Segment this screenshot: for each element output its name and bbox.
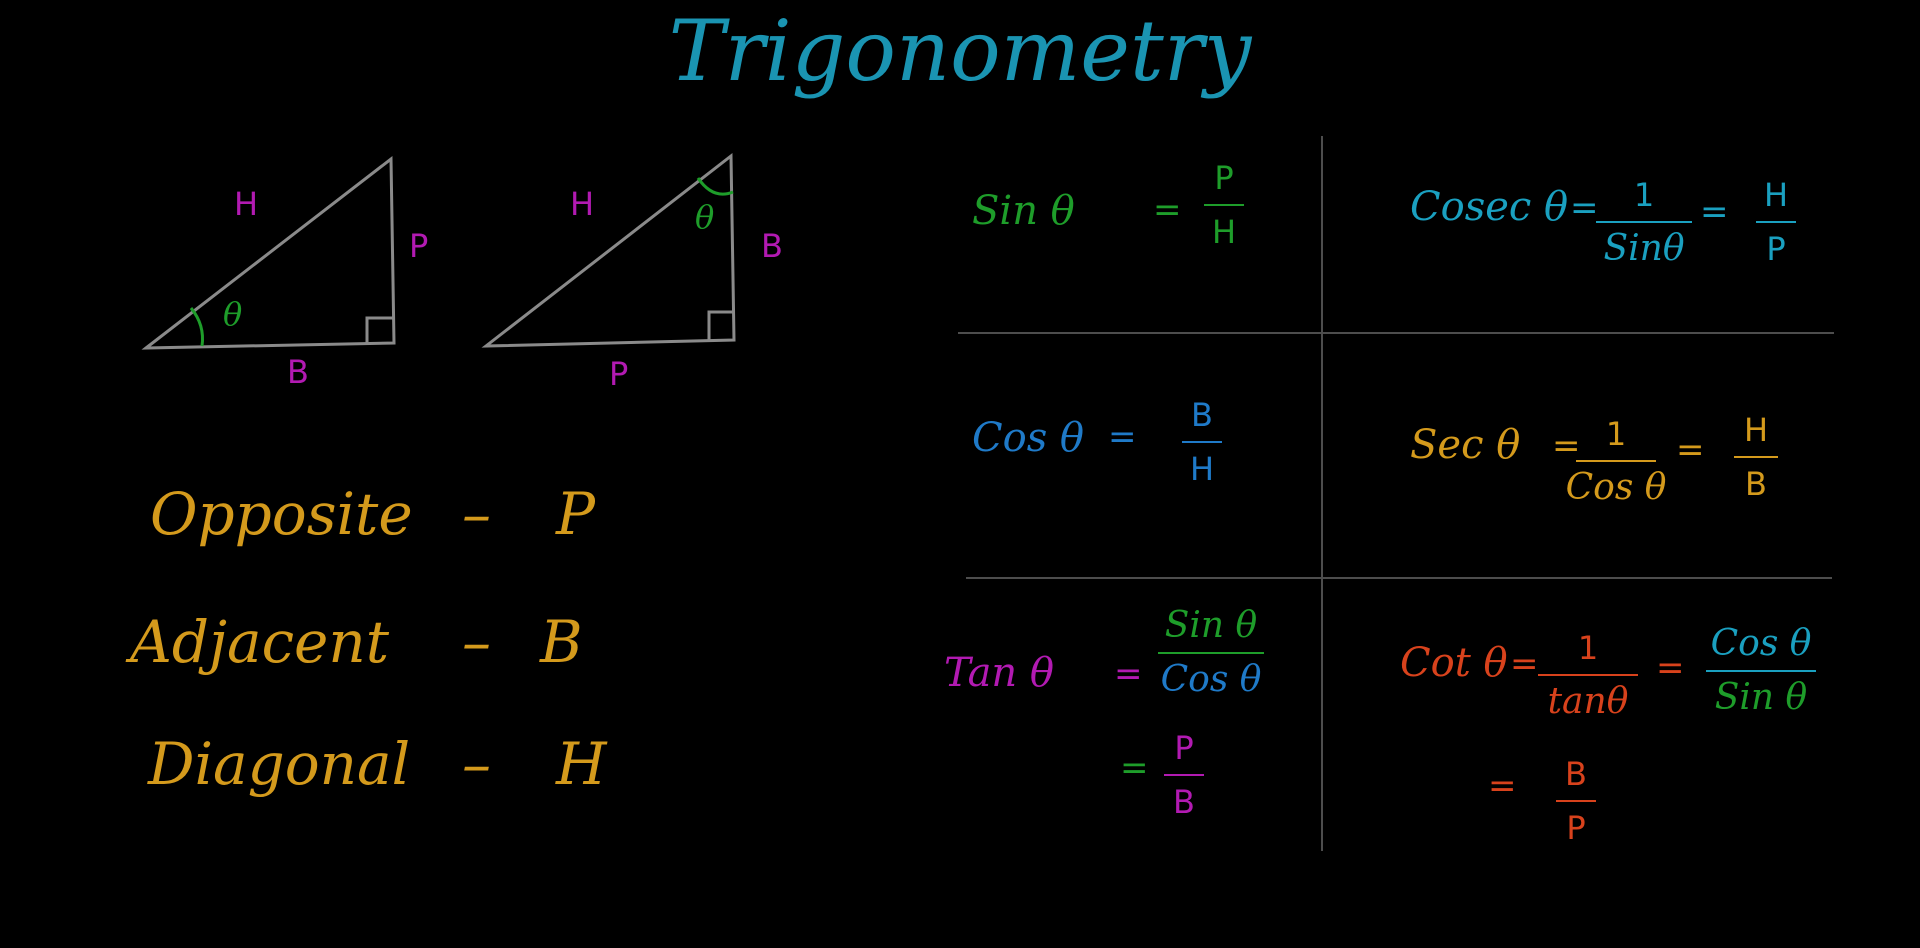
term-dash: – <box>462 608 491 676</box>
cot-fraction-1: 1 tanθ <box>1538 628 1638 722</box>
cosec-lhs: Cosec θ <box>1410 184 1569 230</box>
cot-eq-1: = <box>1510 644 1539 684</box>
page-title: Trigonometry <box>668 2 1252 100</box>
cos-lhs: Cos θ <box>972 415 1085 461</box>
table-divider-horizontal-2 <box>966 577 1832 579</box>
cot-lhs: Cot θ <box>1400 640 1508 686</box>
tan-denominator-2: B <box>1173 783 1195 821</box>
triangle-1-right-angle <box>365 316 394 343</box>
triangle-2-right-angle <box>707 310 734 340</box>
sin-numerator: P <box>1214 159 1234 197</box>
cos-denominator: H <box>1189 450 1215 488</box>
cot-numerator-3: B <box>1565 755 1587 793</box>
term-symbol: H <box>556 730 607 798</box>
cot-fraction-bar-1 <box>1538 674 1638 676</box>
sin-eq: = <box>1153 190 1182 230</box>
triangle-2-angle-arc <box>696 177 734 196</box>
cosec-eq-2: = <box>1700 192 1729 232</box>
tan-fraction-1: Sin θ Cos θ <box>1158 606 1264 700</box>
term-word: Diagonal <box>148 730 411 798</box>
cosec-fraction-2: H P <box>1756 175 1796 269</box>
term-dash: – <box>462 730 491 798</box>
sec-denominator-2: B <box>1745 465 1767 503</box>
sec-fraction-bar-1 <box>1576 460 1656 462</box>
sec-eq-1: = <box>1552 426 1581 466</box>
triangle-2-angle-label: θ <box>695 198 715 236</box>
cot-fraction-bar-2 <box>1706 670 1816 672</box>
cosec-numerator-1: 1 <box>1633 176 1655 214</box>
cosec-fraction-bar-1 <box>1596 221 1692 223</box>
sec-fraction-bar-2 <box>1734 456 1778 458</box>
sec-lhs: Sec θ <box>1410 422 1521 468</box>
cosec-fraction-bar-2 <box>1756 221 1796 223</box>
term-word: Adjacent <box>130 608 390 676</box>
cos-fraction-bar <box>1182 441 1222 443</box>
cot-numerator-1: 1 <box>1577 629 1599 667</box>
cot-fraction-3: B P <box>1556 754 1596 848</box>
sec-numerator-1: 1 <box>1605 415 1627 453</box>
tan-fraction-bar-1 <box>1158 652 1264 654</box>
triangle-1-opp-label: P <box>409 227 429 265</box>
triangle-2 <box>481 152 736 348</box>
tan-fraction-2: P B <box>1164 728 1204 822</box>
triangle-1-base-label: B <box>287 353 309 391</box>
term-symbol: P <box>556 480 596 548</box>
cot-denominator-2: Sin θ <box>1714 677 1808 718</box>
term-word: Opposite <box>150 480 413 548</box>
cot-fraction-2: Cos θ Sin θ <box>1706 624 1816 718</box>
term-dash: – <box>462 480 491 548</box>
cosec-eq-1: = <box>1570 188 1599 228</box>
cot-eq-2: = <box>1656 648 1685 688</box>
table-divider-horizontal-1 <box>958 332 1834 334</box>
cosec-denominator-2: P <box>1766 230 1786 268</box>
cot-denominator-3: P <box>1566 809 1586 847</box>
triangle-2-base-label: P <box>609 355 629 393</box>
sec-eq-2: = <box>1676 430 1705 470</box>
cosec-denominator-1: Sinθ <box>1603 228 1685 269</box>
sin-denominator: H <box>1211 213 1237 251</box>
sec-denominator-1: Cos θ <box>1565 467 1667 508</box>
table-divider-vertical <box>1321 136 1323 851</box>
triangle-1 <box>141 155 396 350</box>
cot-fraction-bar-3 <box>1556 800 1596 802</box>
cos-fraction: B H <box>1182 395 1222 489</box>
triangles-figure <box>141 152 736 350</box>
term-symbol: B <box>540 608 583 676</box>
cosec-fraction-1: 1 Sinθ <box>1596 175 1692 269</box>
cot-numerator-2: Cos θ <box>1710 623 1812 664</box>
triangle-1-angle-arc <box>189 307 204 347</box>
cos-numerator: B <box>1191 396 1213 434</box>
sin-fraction-bar <box>1204 204 1244 206</box>
tan-numerator-2: P <box>1174 729 1194 767</box>
tan-fraction-bar-2 <box>1164 774 1204 776</box>
cot-denominator-1: tanθ <box>1547 681 1629 722</box>
triangle-2-hyp-label: H <box>570 185 595 223</box>
triangle-1-hyp-label: H <box>234 185 259 223</box>
tan-numerator-1: Sin θ <box>1164 605 1258 646</box>
triangle-2-outline <box>481 152 736 348</box>
triangle-1-outline <box>141 155 396 350</box>
sec-fraction-1: 1 Cos θ <box>1566 414 1667 508</box>
triangle-1-angle-label: θ <box>223 295 243 333</box>
tan-eq-2: = <box>1120 748 1149 788</box>
tan-denominator-1: Cos θ <box>1160 659 1262 700</box>
tan-eq-1: = <box>1114 654 1143 694</box>
sec-numerator-2: H <box>1743 411 1769 449</box>
cosec-numerator-2: H <box>1763 176 1789 214</box>
sin-fraction: P H <box>1204 158 1244 252</box>
sec-fraction-2: H B <box>1734 410 1778 504</box>
triangle-2-side-label: B <box>761 227 783 265</box>
tan-lhs: Tan θ <box>944 650 1054 696</box>
cos-eq: = <box>1108 417 1137 457</box>
cot-eq-3: = <box>1488 766 1517 806</box>
sin-lhs: Sin θ <box>972 188 1075 234</box>
